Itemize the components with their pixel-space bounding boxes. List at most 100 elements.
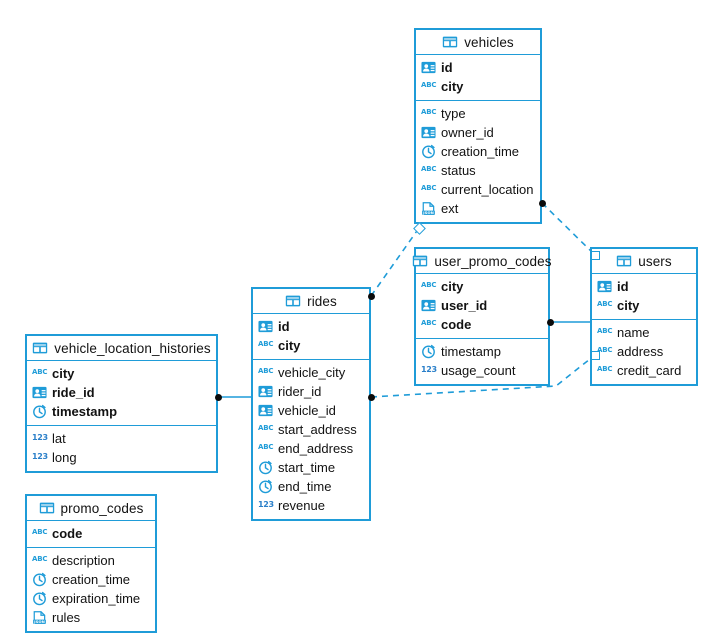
column-row-vehicle_city[interactable]: vehicle_city (253, 363, 369, 382)
123-type-icon (32, 431, 48, 446)
column-name: city (617, 298, 640, 313)
abc-type-icon (258, 338, 273, 353)
clock-icon (258, 460, 273, 475)
abc-type-icon (597, 298, 612, 313)
table-title: rides (307, 293, 337, 309)
column-row-description[interactable]: description (27, 551, 155, 570)
table-header-rides[interactable]: rides (253, 289, 369, 314)
abc-type-icon (421, 79, 436, 94)
column-row-vehicle_id[interactable]: vehicle_id (253, 401, 369, 420)
id-badge-icon (421, 60, 436, 75)
column-row-code[interactable]: code (416, 315, 548, 334)
column-row-current_location[interactable]: current_location (416, 180, 540, 199)
json-icon: JSON (421, 201, 436, 216)
clock-icon (32, 591, 47, 606)
column-row-status[interactable]: status (416, 161, 540, 180)
column-row-long[interactable]: long (27, 448, 216, 467)
abc-type-icon (597, 344, 612, 359)
abc-type-icon (597, 363, 612, 378)
abc-type-icon (258, 441, 273, 456)
table-header-vehicle_location_histories[interactable]: vehicle_location_histories (27, 336, 216, 361)
column-row-city[interactable]: city (592, 296, 696, 315)
table-icon (32, 340, 48, 356)
column-name: current_location (441, 182, 534, 197)
id-badge-icon (32, 385, 47, 400)
column-row-id[interactable]: id (253, 317, 369, 336)
column-row-usage_count[interactable]: usage_count (416, 361, 548, 380)
column-row-start_address[interactable]: start_address (253, 420, 369, 439)
column-row-address[interactable]: address (592, 342, 696, 361)
column-row-credit_card[interactable]: credit_card (592, 361, 696, 380)
edge-dot-endpoint-rides-vehicles (367, 292, 375, 300)
primary-key-section: code (27, 521, 155, 548)
table-icon (39, 500, 55, 516)
column-row-revenue[interactable]: revenue (253, 496, 369, 515)
table-node-rides[interactable]: rides id city vehicle_cityrider_idvehicle_i… (251, 287, 371, 521)
column-row-expiration_time[interactable]: expiration_time (27, 589, 155, 608)
123-type-icon (421, 363, 437, 378)
table-node-user_promo_codes[interactable]: user_promo_codescityuser_idcode timestamp… (413, 247, 552, 386)
column-name: start_time (278, 460, 336, 475)
clock-icon (421, 344, 436, 359)
json-icon: JSON (32, 610, 47, 625)
column-row-city[interactable]: city (416, 77, 540, 96)
column-name: status (441, 163, 476, 178)
table-header-promo_codes[interactable]: promo_codes (27, 496, 155, 521)
column-name: name (617, 325, 650, 340)
column-name: credit_card (617, 363, 682, 378)
abc-type-icon (421, 279, 436, 294)
column-row-user_id[interactable]: user_id (416, 296, 548, 315)
column-row-rider_id[interactable]: rider_id (253, 382, 369, 401)
column-row-timestamp[interactable]: timestamp (416, 342, 548, 361)
column-row-code[interactable]: code (27, 524, 155, 543)
column-row-creation_time[interactable]: creation_time (416, 142, 540, 161)
column-name: id (441, 60, 453, 75)
column-row-city[interactable]: city (27, 364, 216, 383)
table-node-users[interactable]: users id city name address credit_card (590, 247, 698, 386)
column-row-lat[interactable]: lat (27, 429, 216, 448)
abc-type-icon (32, 366, 47, 381)
edge-dot-endpoint-vehicles-users (538, 199, 546, 207)
column-name: end_address (278, 441, 354, 456)
column-row-city[interactable]: city (416, 277, 548, 296)
column-row-city[interactable]: city (253, 336, 369, 355)
edge-square-endpoint-vehicles-users (590, 250, 600, 260)
table-header-user_promo_codes[interactable]: user_promo_codes (413, 249, 552, 274)
column-name: creation_time (441, 144, 520, 159)
table-title: user_promo_codes (434, 253, 552, 269)
abc-type-icon (597, 325, 612, 340)
abc-type-icon (258, 422, 273, 437)
table-header-vehicles[interactable]: vehicles (416, 30, 540, 55)
column-row-creation_time[interactable]: creation_time (27, 570, 155, 589)
column-row-start_time[interactable]: start_time (253, 458, 369, 477)
column-row-id[interactable]: id (592, 277, 696, 296)
column-name: code (52, 526, 83, 541)
table-title: vehicles (464, 34, 514, 50)
column-section: vehicle_cityrider_idvehicle_idstart_addr… (253, 360, 369, 519)
column-row-end_address[interactable]: end_address (253, 439, 369, 458)
column-row-end_time[interactable]: end_time (253, 477, 369, 496)
column-row-owner_id[interactable]: owner_id (416, 123, 540, 142)
table-title: promo_codes (60, 500, 144, 516)
column-name: id (278, 319, 290, 334)
table-node-vehicle_location_histories[interactable]: vehicle_location_historiescityride_idtim… (25, 334, 218, 473)
id-badge-icon (421, 125, 436, 140)
table-icon (616, 253, 632, 269)
column-row-name[interactable]: name (592, 323, 696, 342)
column-row-type[interactable]: type (416, 104, 540, 123)
abc-type-icon (32, 553, 47, 568)
column-row-ride_id[interactable]: ride_id (27, 383, 216, 402)
column-row-id[interactable]: id (416, 58, 540, 77)
table-header-users[interactable]: users (592, 249, 696, 274)
svg-text:JSON: JSON (33, 619, 45, 624)
edge-dot-endpoint-upc-users (546, 318, 554, 326)
clock-icon (32, 572, 47, 587)
primary-key-section: id city (253, 314, 369, 360)
column-row-timestamp[interactable]: timestamp (27, 402, 216, 421)
table-node-promo_codes[interactable]: promo_codescode descriptioncreation_timee… (25, 494, 157, 633)
column-name: usage_count (441, 363, 516, 378)
